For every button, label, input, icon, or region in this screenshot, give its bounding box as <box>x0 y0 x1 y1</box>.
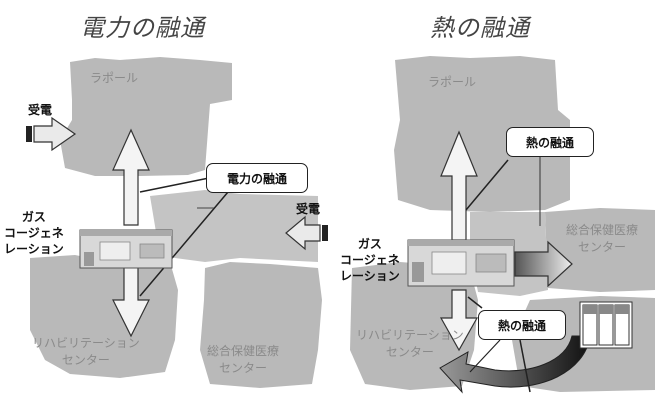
right-plant-label: ガス コージェネ レーション <box>340 236 400 284</box>
left-panel-title: 電力の融通 <box>80 14 205 42</box>
left-callout-leader-1 <box>139 177 210 193</box>
left-callout-leader-2 <box>139 191 229 297</box>
left-building-rehab-label: リハビリテーション センター <box>32 335 140 369</box>
right-health-line-1: 総合保健医療 <box>566 223 639 237</box>
right-building-rehab <box>350 262 478 390</box>
right-panel-title: 熱の融通 <box>430 14 530 42</box>
right-plant-line-2: コージェネ <box>340 253 400 267</box>
left-building-general-health-label: 総合保健医療 センター <box>207 343 279 377</box>
right-cogeneration-unit <box>407 239 515 287</box>
left-plant-line-2: コージェネ <box>4 226 64 240</box>
left-receive-label-top: 受電 <box>28 103 53 117</box>
right-health-line-2: センター <box>578 240 627 254</box>
right-heat-callout-bottom: 熱の融通 <box>478 310 566 340</box>
right-callout-top-leader <box>465 159 509 211</box>
right-heat-arrow-right <box>514 240 573 288</box>
left-power-callout: 電力の融通 <box>206 163 308 193</box>
left-receive-arrow-right <box>285 215 328 251</box>
left-health-line-1: 総合保健医療 <box>207 344 280 358</box>
right-rehab-line-1: リハビリテーション <box>356 328 464 342</box>
left-receive-label-right: 受電 <box>296 202 321 216</box>
left-building-general-health <box>200 262 322 388</box>
right-building-general-health-label: 総合保健医療 センター <box>566 222 638 256</box>
right-curved-return-arrow <box>439 335 591 394</box>
left-power-arrow-up <box>112 128 150 226</box>
left-cogeneration-unit <box>79 229 173 269</box>
right-building-laporte <box>394 56 570 212</box>
left-building-laporte-label: ラポール <box>90 71 139 85</box>
left-plant-label: ガス コージェネ レーション <box>4 209 64 257</box>
left-plant-line-1: ガス <box>21 210 46 224</box>
left-building-rehab <box>30 255 178 378</box>
right-callout-bottom-leader-3 <box>469 339 501 373</box>
left-rehab-line-1: リハビリテーション <box>32 336 140 350</box>
right-heat-arrow-down <box>439 289 479 352</box>
right-heat-arrow-up <box>440 130 478 241</box>
left-receive-arrow-top <box>26 116 77 152</box>
left-rehab-line-2: センター <box>61 353 110 367</box>
right-building-laporte-label: ラポール <box>428 75 477 89</box>
left-building-connector <box>150 190 318 262</box>
left-plant-line-3: レーション <box>4 242 64 256</box>
right-rehab-line-2: センター <box>385 345 434 359</box>
right-building-rehab-label: リハビリテーション センター <box>356 327 464 361</box>
heat-storage-tanks <box>579 301 633 349</box>
left-building-laporte <box>60 57 232 176</box>
right-callout-bottom-leader-2 <box>519 339 531 393</box>
left-health-line-2: センター <box>219 361 268 375</box>
right-plant-line-1: ガス <box>357 237 382 251</box>
right-heat-callout-top: 熱の融通 <box>506 127 594 157</box>
right-plant-line-3: レーション <box>340 269 400 283</box>
right-callout-bottom-leader-1 <box>467 296 483 309</box>
